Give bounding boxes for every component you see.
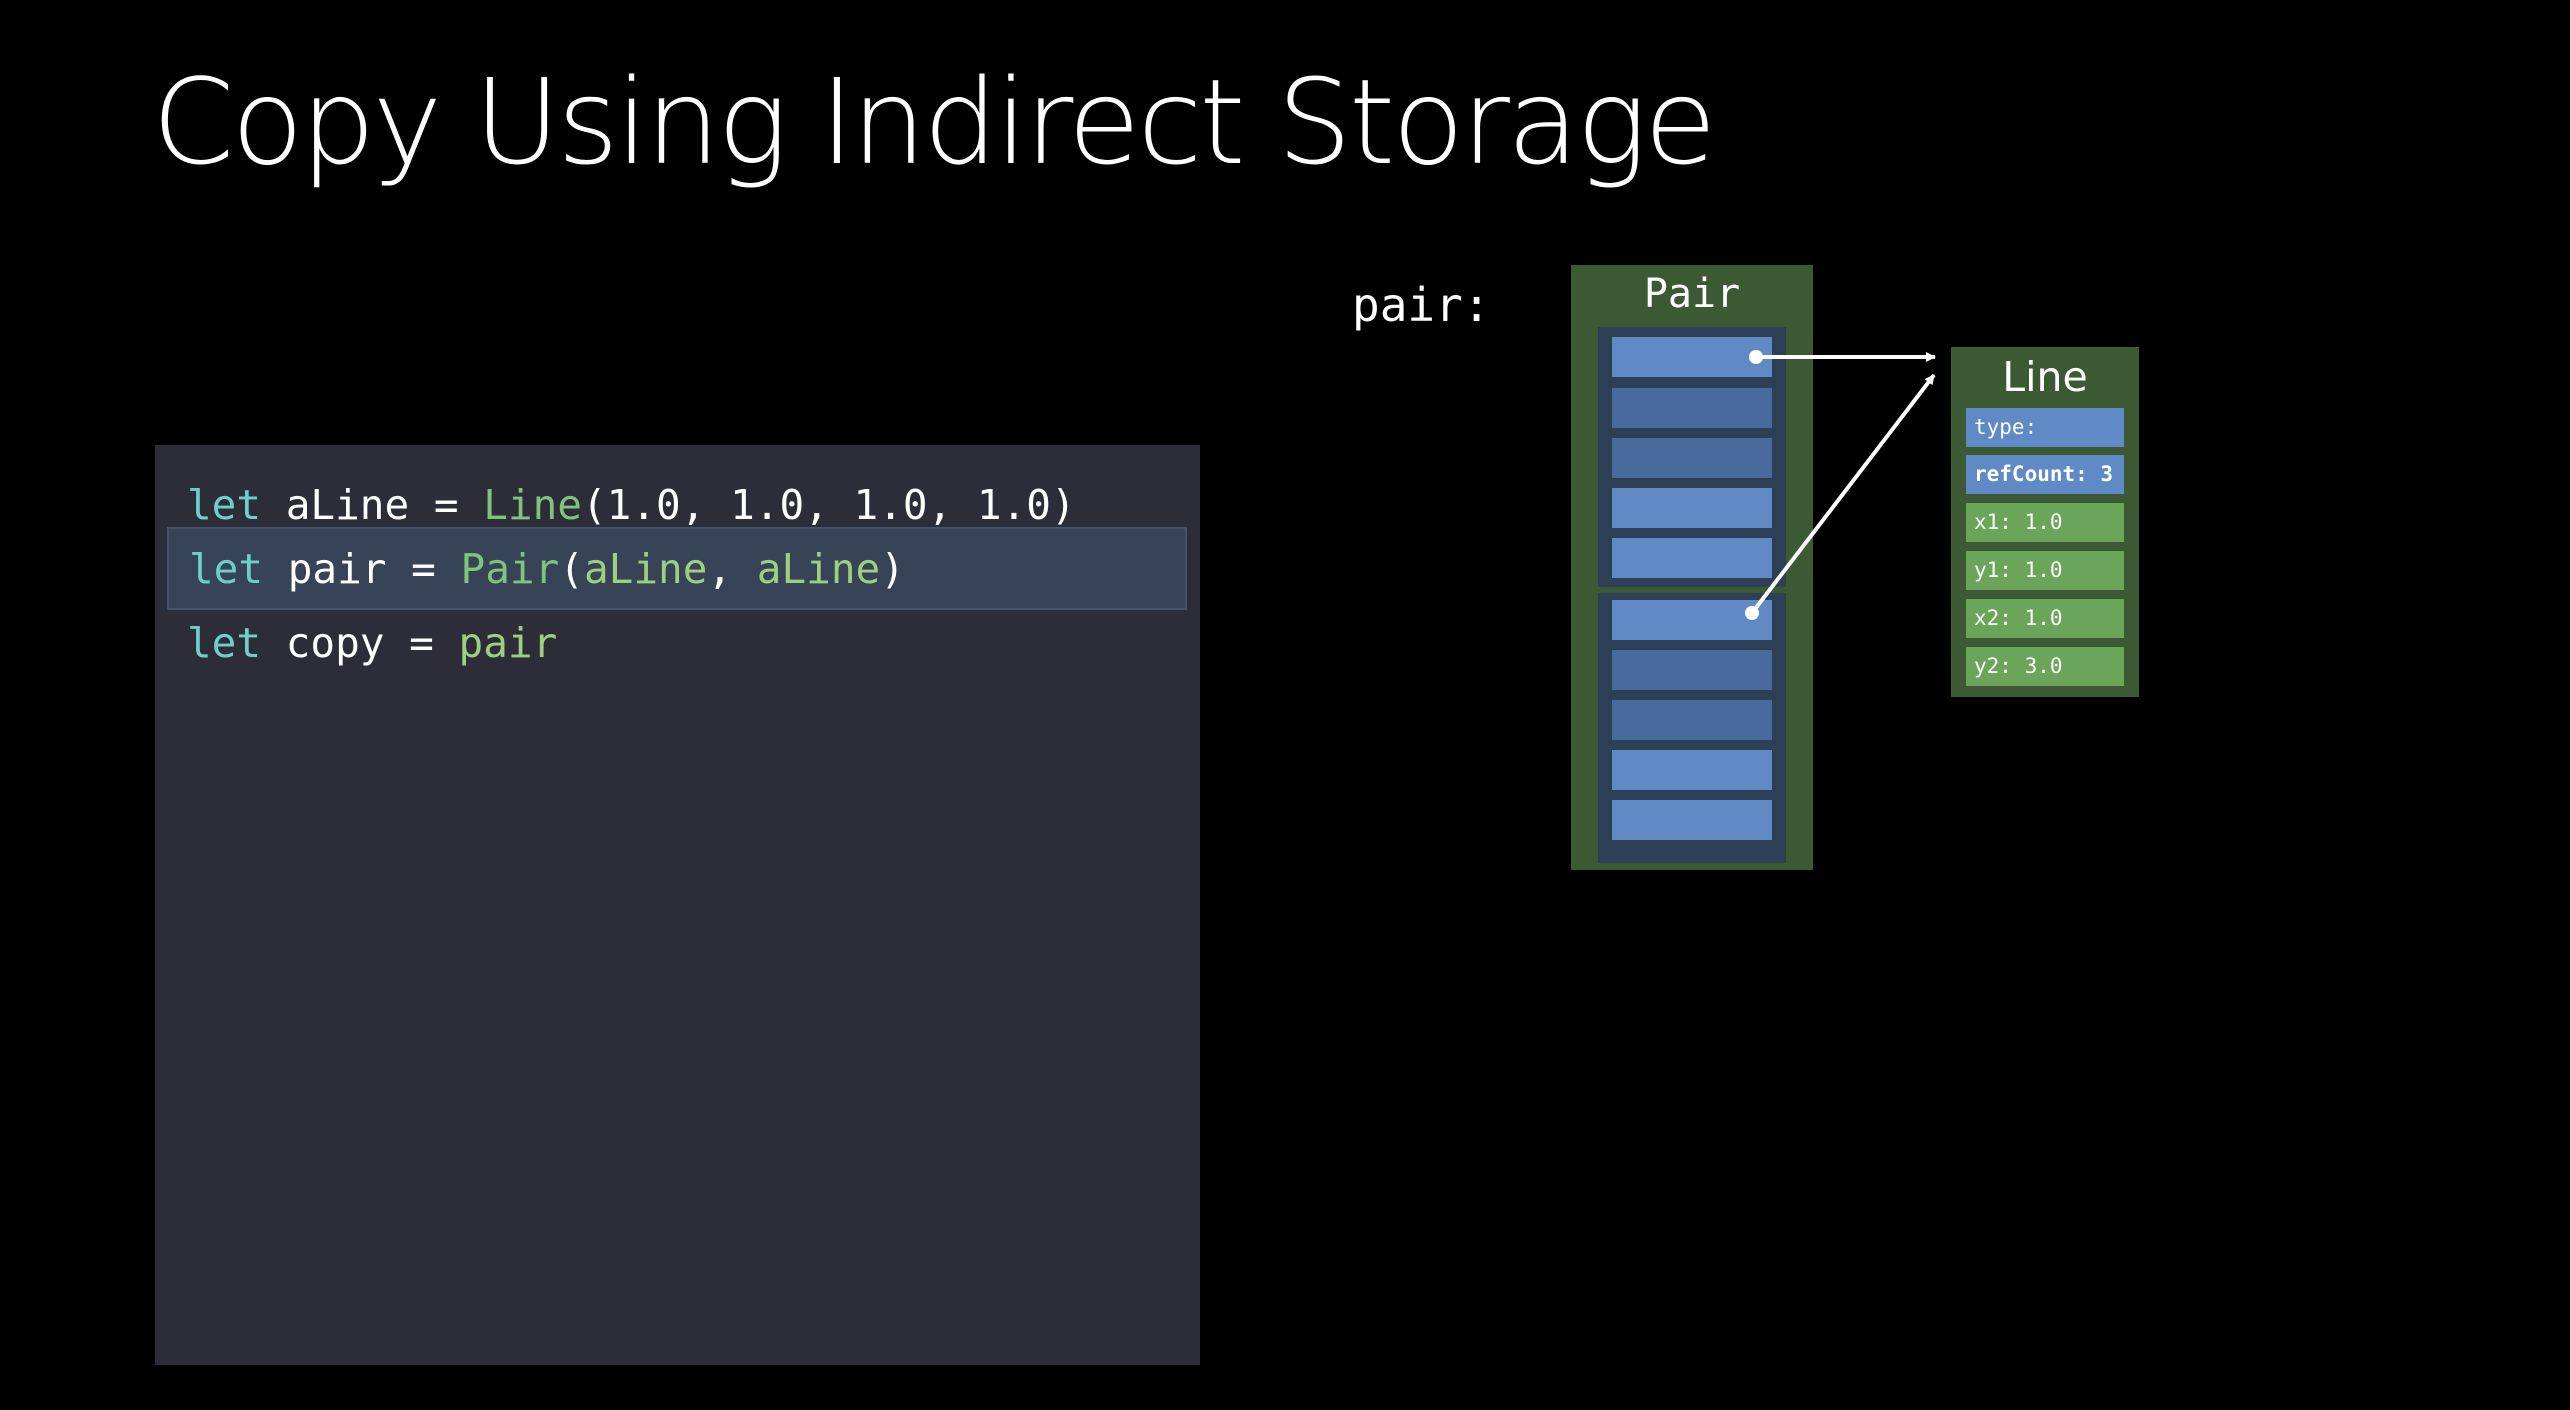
line-heap-box: Line type: refCount: 3 x1: 1.0 y1: 1.0 x… <box>1951 347 2139 697</box>
code-text: pair = <box>263 545 461 593</box>
field-y2: y2: 3.0 <box>1966 647 2124 686</box>
memory-slot <box>1612 488 1772 528</box>
code-line-3: let copy = pair <box>187 607 557 679</box>
type-name: Line <box>483 481 582 529</box>
code-text: , <box>707 545 757 593</box>
arrow-second-reference <box>1745 373 1936 620</box>
memory-slot <box>1612 800 1772 840</box>
memory-slot <box>1612 650 1772 690</box>
code-text: aLine = <box>261 481 484 529</box>
variable-name: aLine <box>583 545 708 593</box>
code-text: ( <box>559 545 584 593</box>
pair-box: Pair <box>1571 265 1813 870</box>
reference-slot <box>1612 600 1772 640</box>
reference-slot <box>1612 337 1772 377</box>
variable-name: aLine <box>756 545 881 593</box>
slide-title: Copy Using Indirect Storage <box>152 53 1717 191</box>
variable-name: pair <box>458 619 558 667</box>
keyword-let: let <box>189 545 264 593</box>
code-line-2-highlighted: let pair = Pair(aLine, aLine) <box>167 527 1187 610</box>
pair-variable-label: pair: <box>1352 278 1491 332</box>
memory-slot <box>1612 538 1772 578</box>
field-x2: x2: 1.0 <box>1966 599 2124 638</box>
memory-slot <box>1612 388 1772 428</box>
line-box-title: Line <box>2002 353 2088 401</box>
field-type: type: <box>1966 408 2124 447</box>
pair-second-line-storage <box>1598 593 1786 863</box>
code-text: (1.0, 1.0, 1.0, 1.0) <box>581 481 1076 529</box>
field-x1: x1: 1.0 <box>1966 503 2124 542</box>
code-text: copy = <box>261 619 459 667</box>
pair-first-line-storage <box>1598 327 1786 587</box>
keyword-let: let <box>187 619 262 667</box>
code-panel: let aLine = Line(1.0, 1.0, 1.0, 1.0) let… <box>155 445 1200 1365</box>
memory-slot <box>1612 438 1772 478</box>
keyword-let: let <box>187 481 262 529</box>
code-text: ) <box>880 545 905 593</box>
memory-slot <box>1612 750 1772 790</box>
type-name: Pair <box>460 545 560 593</box>
field-y1: y1: 1.0 <box>1966 551 2124 590</box>
memory-slot <box>1612 700 1772 740</box>
pair-box-title: Pair <box>1643 271 1741 317</box>
arrow-first-reference <box>1749 350 1936 364</box>
code-line-1: let aLine = Line(1.0, 1.0, 1.0, 1.0) <box>187 469 1076 541</box>
field-refcount: refCount: 3 <box>1966 455 2124 494</box>
